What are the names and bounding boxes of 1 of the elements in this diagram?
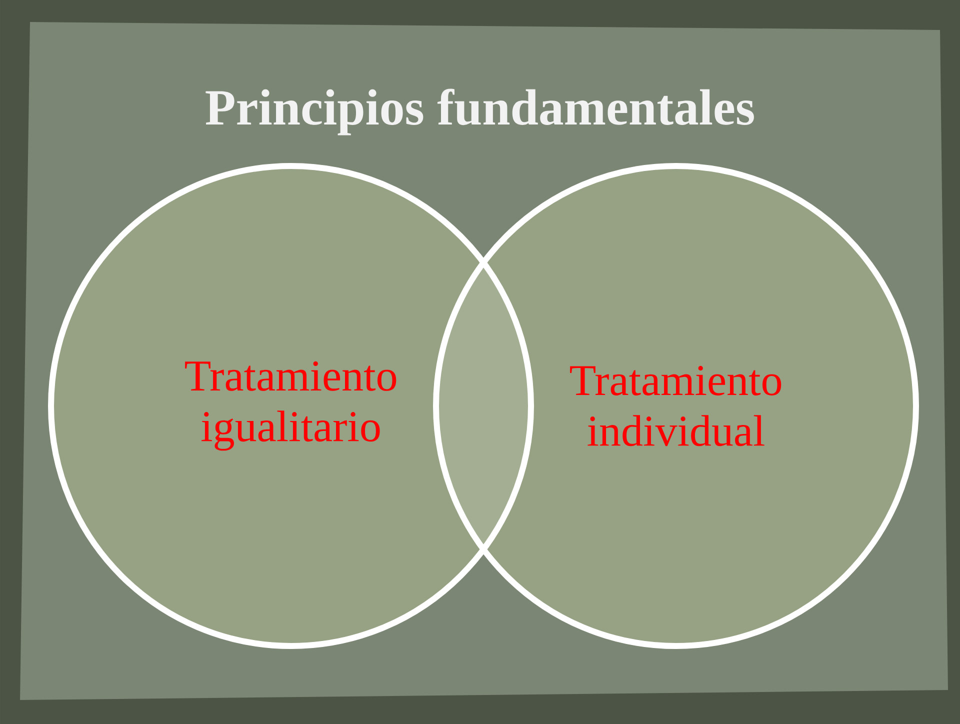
title: Principios fundamentales (206, 88, 754, 136)
